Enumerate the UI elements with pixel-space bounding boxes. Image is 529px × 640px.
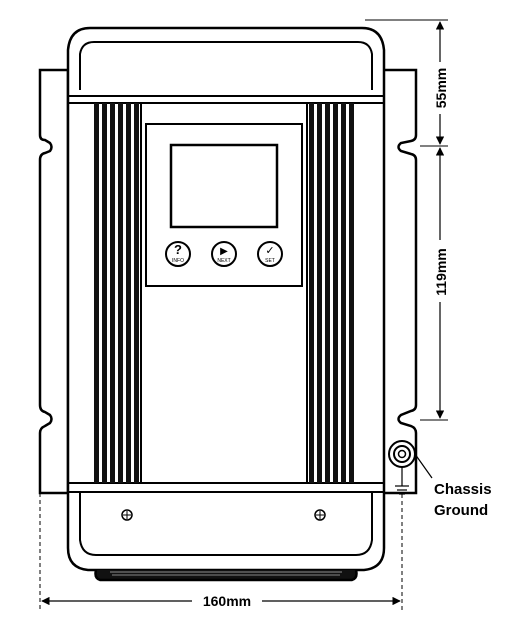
info-button: ? INFO xyxy=(165,241,191,267)
top-cap-line xyxy=(94,41,373,90)
dim-55mm-label: 55mm xyxy=(433,68,449,108)
right-heatsink-fins xyxy=(309,103,354,483)
left-mounting-flange xyxy=(38,68,70,495)
ground-symbol-icon xyxy=(395,467,409,495)
info-button-glyph: ? xyxy=(174,242,182,257)
screw-left-icon xyxy=(121,509,133,521)
right-mounting-flange xyxy=(380,68,418,495)
set-button-glyph: ✓ xyxy=(265,244,274,257)
dimension-160mm: 160mm xyxy=(39,493,403,612)
lcd-screen xyxy=(169,143,279,229)
chassis-ground-terminal-icon xyxy=(388,440,416,468)
display-module xyxy=(145,123,303,287)
charger-housing: ? INFO ▶ NEXT ✓ SET xyxy=(66,26,386,582)
ground-label-line1: Chassis xyxy=(434,481,492,498)
bottom-cap-line xyxy=(79,492,373,556)
left-heatsink-fins xyxy=(94,103,139,483)
screw-right-icon xyxy=(314,509,326,521)
top-cap-line-left xyxy=(79,41,95,90)
next-button-label: NEXT xyxy=(217,258,230,264)
center-panel xyxy=(140,102,308,484)
mounting-bracket xyxy=(38,68,418,495)
ground-label-line2: Ground xyxy=(434,502,488,519)
next-button-glyph: ▶ xyxy=(220,246,228,257)
dimension-55mm: 55mm xyxy=(365,19,449,147)
set-button-label: SET xyxy=(265,258,275,264)
dimension-119mm: 119mm xyxy=(420,147,449,421)
next-button: ▶ NEXT xyxy=(211,241,237,267)
ground-leader-line xyxy=(414,453,433,479)
set-button: ✓ SET xyxy=(257,241,283,267)
info-button-label: INFO xyxy=(172,258,184,264)
dim-160mm-label: 160mm xyxy=(203,593,251,609)
dim-119mm-label: 119mm xyxy=(433,248,449,295)
